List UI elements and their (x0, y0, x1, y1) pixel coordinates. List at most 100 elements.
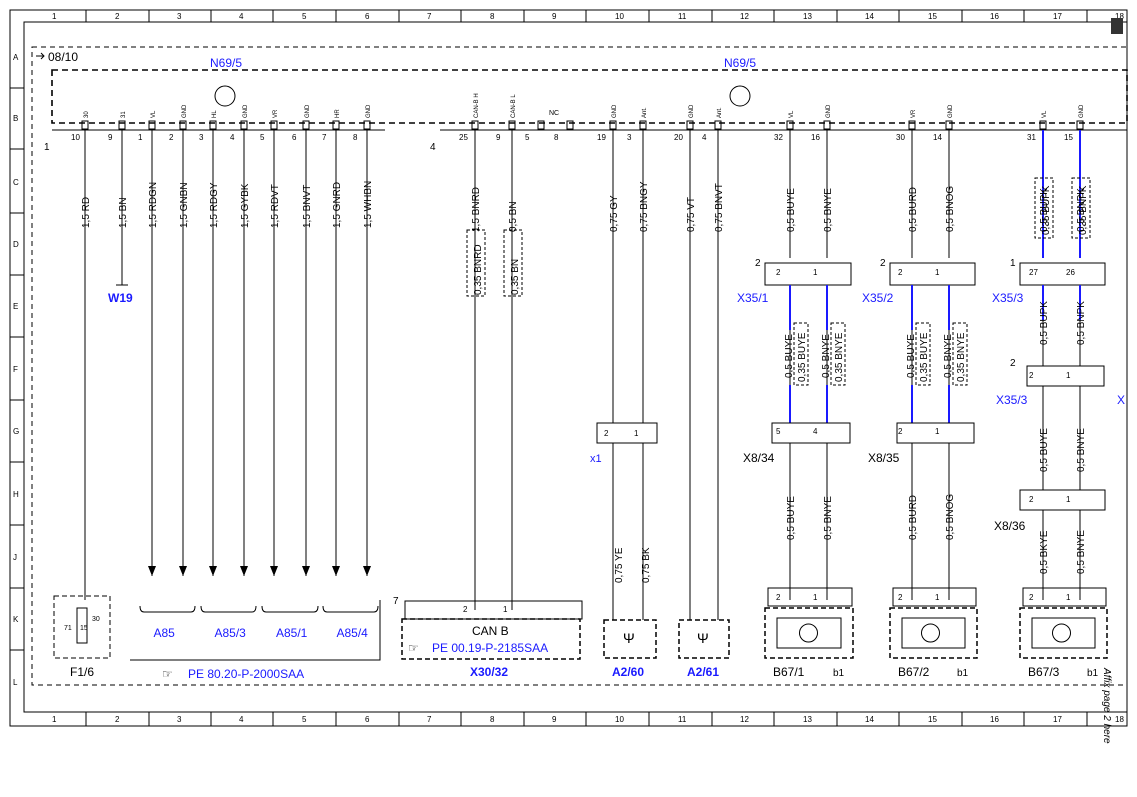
grid-col-label: 11 (678, 715, 687, 724)
can-connector (404, 600, 583, 620)
grid-col-label: 14 (865, 715, 874, 724)
pin-number: 1 (935, 593, 940, 602)
arrow-head-icon (332, 566, 340, 576)
pin-terminal (209, 120, 217, 130)
pin-terminal (118, 120, 126, 130)
x1-connector (596, 422, 658, 444)
can-ref: PE 00.19-P-2185SAA (432, 641, 548, 655)
connector-number: 2 (755, 258, 761, 269)
wire-label: 0,5 BURD (908, 187, 919, 232)
x1-label: x1 (590, 453, 602, 465)
grid-col-label: 6 (365, 715, 370, 724)
wire-label: 0,5 BNYE (1076, 530, 1087, 574)
pin-number: 5 (525, 133, 530, 142)
wire-label: 0,5 BUYE (784, 334, 795, 378)
antenna-label: A2/60 (612, 665, 644, 679)
transistor-icon (921, 623, 940, 643)
pin-number: 5 (260, 133, 265, 142)
sensor-label: B67/2 (898, 665, 930, 679)
grid-col-label: 13 (803, 12, 812, 21)
pin-number: 31 (1027, 133, 1036, 142)
pin-number: 9 (108, 133, 113, 142)
pin-number: 15 (1064, 133, 1073, 142)
pin-name: HR (335, 109, 341, 118)
antenna-icon: Ψ (623, 630, 635, 646)
wire-label: 0,35 BUPK (1041, 185, 1052, 235)
grid-col-label: 2 (115, 715, 120, 724)
connector-box (1026, 365, 1105, 387)
grid-col-label: 11 (678, 12, 687, 21)
pin-number: 2 (776, 268, 781, 277)
wire-label: 0,5 BUPK (1039, 188, 1050, 232)
wire-label: 0,75 BNGY (639, 181, 650, 232)
wire-label: 0,5 BUPK (1039, 301, 1050, 345)
wire-label: 1,5 RDGN (148, 182, 159, 228)
grid-row-label: A (13, 53, 19, 62)
grid-col-label: 10 (615, 715, 624, 724)
grid-col-label: 8 (490, 715, 495, 724)
connector-label: X8/36 (994, 519, 1026, 533)
pin-terminal (1039, 120, 1047, 130)
pin-number: 4 (230, 133, 235, 142)
connector-4-number: 4 (430, 142, 436, 153)
pin-terminal (823, 120, 831, 130)
pin-name: HL (212, 110, 218, 118)
wire-label: 0,5 BNYE (1076, 428, 1087, 472)
wire-label: 1,5 BN (118, 197, 129, 228)
grid-col-label: 8 (490, 12, 495, 21)
wire-label: 0,5 BNPK (1076, 188, 1087, 232)
connector-box (889, 262, 976, 286)
edge-x-label: X (1117, 393, 1125, 407)
grid-col-label: 17 (1053, 12, 1062, 21)
pin-name: GND (689, 104, 695, 118)
pin-number: 10 (71, 133, 80, 142)
wire-label: 0,5 BUYE (1039, 428, 1050, 472)
fuse-pin-a: 71 (64, 625, 72, 632)
pin-number: 2 (898, 427, 903, 436)
pin-terminal (81, 120, 89, 130)
wire-label: 1,5 GYBK (240, 183, 251, 228)
can-connector-label: X30/32 (470, 665, 508, 679)
pin-terminal (1076, 120, 1084, 130)
pin-number: 1 (1066, 371, 1071, 380)
sensor-connector (767, 587, 853, 607)
sensor-box (764, 607, 854, 659)
pin-number: 2 (776, 593, 781, 602)
x1-pin-b: 1 (634, 429, 639, 438)
pin-number: 27 (1029, 268, 1038, 277)
pin-name: 31 (121, 111, 127, 118)
antenna-icon: Ψ (697, 630, 709, 646)
module-label-left: N69/5 (210, 56, 242, 70)
wire-label: 0,5 BUYE (786, 188, 797, 232)
wire-label: 0,5 BKYE (1039, 530, 1050, 574)
book-icon: ☞ (408, 641, 419, 655)
grid-col-label: 12 (740, 12, 749, 21)
pin-number: 6 (292, 133, 297, 142)
pin-number: 20 (674, 133, 683, 142)
wire-label: 1,5 BNVT (302, 185, 313, 228)
pin-name: VL (1042, 110, 1048, 118)
fuse-pin-b: 30 (92, 616, 100, 623)
date-ref: 08/10 (48, 50, 78, 64)
sensor-box (1019, 607, 1108, 659)
wire-label: 0,35 BNYE (956, 332, 967, 382)
pin-number: 5 (776, 427, 781, 436)
pin-terminal (332, 120, 340, 130)
connector-number: 1 (1010, 258, 1016, 269)
grid-col-label: 17 (1053, 715, 1062, 724)
wire-label: 1,5 GNBN (179, 182, 190, 228)
grid-row-label: G (13, 427, 19, 436)
pin-number: 1 (813, 268, 818, 277)
arrow-head-icon (209, 566, 217, 576)
connector-box (896, 422, 975, 444)
grid-row-label: E (13, 302, 18, 311)
pin-number: 2 (898, 593, 903, 602)
connector-label: X35/2 (862, 291, 894, 305)
pin-number: 9 (496, 133, 501, 142)
sensor-label: B67/3 (1028, 665, 1060, 679)
fuse-label: F1/6 (70, 665, 94, 679)
wire-label: 0,35 BUYE (797, 332, 808, 382)
grid-col-label: 16 (990, 715, 999, 724)
reference-bracket (130, 600, 381, 661)
